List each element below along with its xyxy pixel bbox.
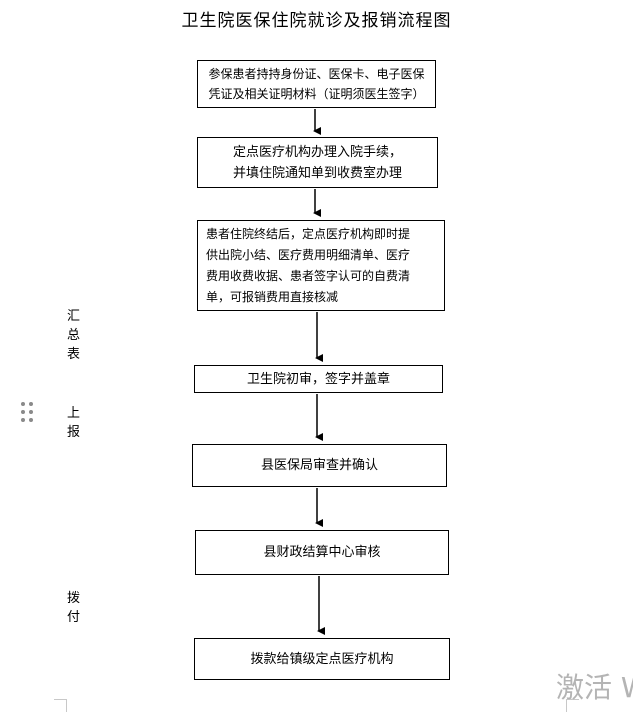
- step-6-box: 县财政结算中心审核: [195, 530, 449, 575]
- step-1-line-2: 凭证及相关证明材料（证明须医生签字）: [208, 87, 425, 101]
- activation-watermark: 激活 W: [556, 671, 633, 704]
- step-3-box: 患者住院终结后，定点医疗机构即时提 供出院小结、医疗费用明细清单、医疗 费用收费…: [197, 220, 445, 311]
- step-4-label: 卫生院初审，签字并盖章: [246, 371, 390, 387]
- step-3-line-1: 患者住院终结后，定点医疗机构即时提: [206, 226, 411, 241]
- step-3-line-2: 供出院小结、医疗费用明细清单、医疗: [206, 247, 411, 262]
- step-4-box: 卫生院初审，签字并盖章: [194, 365, 443, 393]
- step-1-box: 参保患者持持身份证、医保卡、电子医保 凭证及相关证明材料（证明须医生签字）: [197, 60, 436, 108]
- step-6-label: 县财政结算中心审核: [263, 545, 381, 560]
- step-3-line-4: 单，可报销费用直接核减: [206, 289, 339, 304]
- step-7-box: 拨款给镇级定点医疗机构: [194, 638, 450, 680]
- page-corner-mark-right: [566, 699, 579, 712]
- side-label-summary: 汇总表: [67, 309, 81, 362]
- step-2-box: 定点医疗机构办理入院手续， 并填住院通知单到收费室办理: [197, 137, 438, 188]
- step-2-line-1: 定点医疗机构办理入院手续，: [232, 144, 402, 160]
- drag-handle-icon[interactable]: [21, 402, 35, 422]
- side-label-allocate: 拨付: [67, 591, 81, 625]
- diagram-title: 卫生院医保住院就诊及报销流程图: [181, 11, 452, 31]
- step-1-line-1: 参保患者持持身份证、医保卡、电子医保: [208, 67, 425, 81]
- step-5-box: 县医保局审查并确认: [192, 444, 447, 487]
- side-label-report: 上报: [67, 406, 81, 440]
- step-3-line-3: 费用收费收据、患者签字认可的自费清: [206, 268, 411, 283]
- step-5-label: 县医保局审查并确认: [260, 458, 378, 473]
- step-7-label: 拨款给镇级定点医疗机构: [250, 651, 394, 667]
- step-2-line-2: 并填住院通知单到收费室办理: [232, 165, 402, 181]
- page-corner-mark-left: [54, 699, 67, 712]
